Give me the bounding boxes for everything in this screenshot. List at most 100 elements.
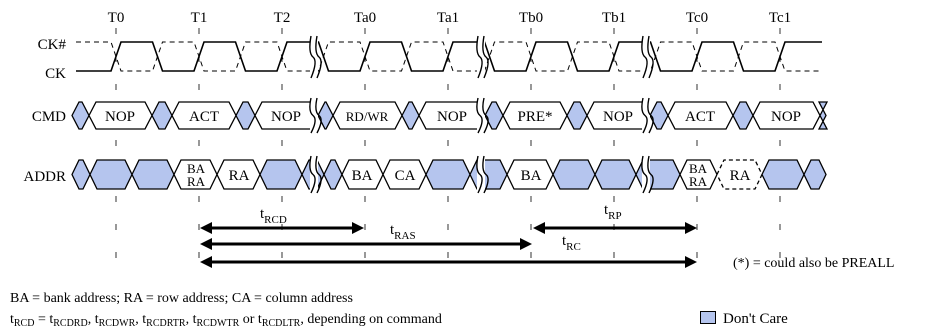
addr-cell-label-bottom: RA bbox=[689, 174, 708, 189]
ck-n-signal-label: CK# bbox=[38, 37, 67, 53]
time-break-marks bbox=[309, 35, 654, 194]
dont-care-cell bbox=[151, 101, 173, 130]
break-stroke bbox=[647, 97, 654, 134]
trcd-definition-line: tRCD = tRCDRD, tRCDWR, tRCDRTR, tRCDWTR … bbox=[10, 312, 442, 329]
break-stroke bbox=[641, 155, 648, 194]
addr-cell-label-top: BA bbox=[187, 161, 206, 176]
break-stroke bbox=[476, 97, 483, 134]
trc-label: tRC bbox=[562, 233, 581, 253]
addr-cell-label: CA bbox=[395, 168, 416, 184]
cmd-cell-label: PRE* bbox=[517, 109, 552, 125]
dont-care-cell bbox=[71, 101, 90, 130]
clock-label: Tb0 bbox=[519, 10, 543, 26]
clock-label: T1 bbox=[191, 10, 208, 26]
dont-care-cell bbox=[89, 159, 133, 190]
clock-edge-labels: T0 T1 T2 Ta0 Ta1 Tb0 Tb1 Tc0 Tc1 bbox=[108, 10, 791, 26]
trp-arrow-head-left bbox=[533, 222, 545, 234]
clock-waveforms bbox=[76, 41, 822, 72]
trcd-label: tRCD bbox=[260, 206, 287, 226]
timing-arrows bbox=[200, 222, 697, 268]
clock-tick-marks bbox=[115, 28, 781, 270]
trcd-variant: tRCDWR bbox=[94, 312, 136, 329]
addr-cell-label: RA bbox=[229, 168, 250, 184]
dont-care-cell bbox=[469, 159, 508, 190]
dont-care-cell bbox=[552, 159, 596, 190]
dont-care-legend: Don't Care bbox=[700, 311, 788, 328]
break-stroke bbox=[309, 35, 316, 79]
addr-cell-label: RA bbox=[730, 168, 751, 184]
dont-care-swatch bbox=[700, 311, 716, 324]
tras-label: tRAS bbox=[390, 222, 416, 242]
clock-label: Ta1 bbox=[437, 10, 459, 26]
cmd-signal-label: CMD bbox=[32, 109, 66, 125]
clock-label: T0 bbox=[108, 10, 125, 26]
addr-cell-label: BA bbox=[352, 168, 373, 184]
addr-cell-label-top: BA bbox=[689, 161, 708, 176]
dont-care-cell bbox=[761, 159, 805, 190]
trp-arrow-head-right bbox=[685, 222, 697, 234]
tras-arrow-head-left bbox=[200, 238, 212, 250]
clock-label: Ta0 bbox=[354, 10, 376, 26]
break-stroke bbox=[482, 97, 489, 134]
clock-label: Tc0 bbox=[686, 10, 708, 26]
break-stroke bbox=[315, 155, 322, 194]
clock-label: Tc1 bbox=[769, 10, 791, 26]
cmd-cell-label: NOP bbox=[771, 109, 801, 125]
dont-care-cell bbox=[131, 159, 175, 190]
trcd-variant: tRCDLTR bbox=[257, 312, 301, 329]
break-stroke bbox=[315, 97, 322, 134]
dont-care-cell bbox=[323, 159, 343, 190]
clock-label: Tb1 bbox=[602, 10, 626, 26]
trc-arrow-head-left bbox=[200, 256, 212, 268]
trcd-variant: tRCDWTR bbox=[192, 312, 240, 329]
trp-label: tRP bbox=[604, 202, 622, 222]
cmd-cell-label: ACT bbox=[189, 109, 219, 125]
trcd-arrow-head-right bbox=[352, 222, 364, 234]
cmd-cell-label: ACT bbox=[685, 109, 715, 125]
abbreviation-notes: BA = bank address; RA = row address; CA … bbox=[10, 288, 442, 334]
break-stroke bbox=[641, 35, 648, 79]
tras-arrow-head-right bbox=[520, 238, 532, 250]
ck-signal-label: CK bbox=[45, 66, 66, 82]
dont-care-cell bbox=[817, 101, 829, 130]
dont-care-cell bbox=[594, 159, 637, 190]
trc-arrow-head-right bbox=[685, 256, 697, 268]
cmd-cell-label: NOP bbox=[271, 109, 301, 125]
cmd-cell-label: RD/WR bbox=[346, 109, 389, 124]
cmd-cell-label: NOP bbox=[105, 109, 135, 125]
abbreviation-line: BA = bank address; RA = row address; CA … bbox=[10, 291, 353, 306]
cmd-cell-label: NOP bbox=[437, 109, 467, 125]
preall-footnote: (*) = could also be PREALL bbox=[733, 256, 895, 271]
dont-care-cell bbox=[425, 159, 471, 190]
break-stroke bbox=[641, 97, 648, 134]
dont-care-cell bbox=[401, 101, 420, 130]
break-stroke bbox=[482, 35, 489, 79]
cmd-cell-label: NOP bbox=[603, 109, 633, 125]
break-stroke bbox=[309, 155, 316, 194]
dont-care-cell bbox=[235, 101, 256, 130]
break-stroke bbox=[647, 155, 654, 194]
trcd-definition-tail: depending on command bbox=[307, 312, 442, 327]
clock-label: T2 bbox=[274, 10, 291, 26]
addr-signal-label: ADDR bbox=[23, 169, 66, 185]
cmd-bus-waveform: NOP ACT NOP RD/WR NOP PRE* NOP ACT NOP bbox=[71, 101, 829, 130]
break-stroke bbox=[315, 35, 322, 79]
break-stroke bbox=[476, 35, 483, 79]
trcd-variant: tRCDRD bbox=[49, 312, 88, 329]
addr-cell-label: BA bbox=[521, 168, 542, 184]
break-stroke bbox=[647, 35, 654, 79]
dont-care-cell bbox=[803, 159, 827, 190]
dont-care-cell bbox=[71, 159, 91, 190]
dont-care-label: Don't Care bbox=[723, 311, 788, 327]
break-stroke bbox=[482, 155, 489, 194]
trcd-subscript: RCD bbox=[13, 318, 35, 329]
dont-care-cell bbox=[259, 159, 303, 190]
trcd-variants: tRCDRD, tRCDWR, tRCDRTR, tRCDWTR or tRCD… bbox=[49, 312, 304, 329]
break-stroke bbox=[309, 97, 316, 134]
break-stroke bbox=[476, 155, 483, 194]
trcd-arrow-head-left bbox=[200, 222, 212, 234]
dont-care-cell bbox=[732, 101, 754, 130]
ck-waveform bbox=[76, 41, 822, 72]
